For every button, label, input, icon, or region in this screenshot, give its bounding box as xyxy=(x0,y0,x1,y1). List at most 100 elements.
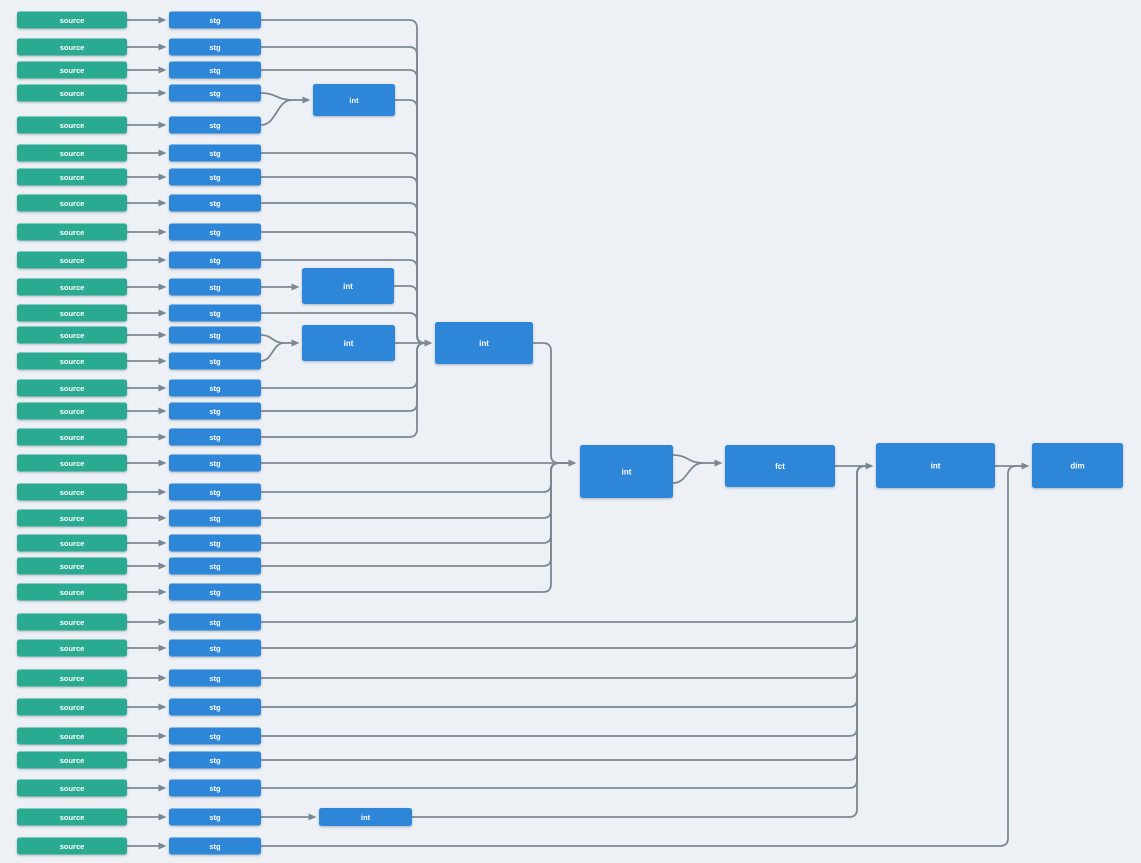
source-node-10[interactable]: source xyxy=(17,251,127,269)
stg-node-4-box[interactable] xyxy=(169,84,261,102)
int4-node[interactable]: int xyxy=(435,322,533,364)
int1-node-box[interactable] xyxy=(313,84,395,116)
source-node-22[interactable]: source xyxy=(17,557,127,575)
source-node-13-box[interactable] xyxy=(17,326,127,344)
stg-node-14-box[interactable] xyxy=(169,352,261,370)
stg-node-22-box[interactable] xyxy=(169,557,261,575)
source-node-25[interactable]: source xyxy=(17,639,127,657)
stg-node-6-box[interactable] xyxy=(169,144,261,162)
source-node-2-box[interactable] xyxy=(17,38,127,56)
source-node-5[interactable]: source xyxy=(17,116,127,134)
source-node-5-box[interactable] xyxy=(17,116,127,134)
source-node-10-box[interactable] xyxy=(17,251,127,269)
source-node-7-box[interactable] xyxy=(17,168,127,186)
stg-node-8[interactable]: stg xyxy=(169,194,261,212)
stg-node-24[interactable]: stg xyxy=(169,613,261,631)
source-node-7[interactable]: source xyxy=(17,168,127,186)
stg-node-5-box[interactable] xyxy=(169,116,261,134)
int5-node[interactable]: int xyxy=(580,445,673,498)
source-node-19-box[interactable] xyxy=(17,483,127,501)
stg-node-25-box[interactable] xyxy=(169,639,261,657)
source-node-31-box[interactable] xyxy=(17,808,127,826)
stg-node-7-box[interactable] xyxy=(169,168,261,186)
stg-node-15-box[interactable] xyxy=(169,379,261,397)
source-node-11-box[interactable] xyxy=(17,278,127,296)
source-node-16[interactable]: source xyxy=(17,402,127,420)
source-node-3-box[interactable] xyxy=(17,61,127,79)
source-node-24-box[interactable] xyxy=(17,613,127,631)
source-node-14-box[interactable] xyxy=(17,352,127,370)
source-node-17-box[interactable] xyxy=(17,428,127,446)
stg-node-11[interactable]: stg xyxy=(169,278,261,296)
stg-node-16[interactable]: stg xyxy=(169,402,261,420)
stg-node-10[interactable]: stg xyxy=(169,251,261,269)
source-node-14[interactable]: source xyxy=(17,352,127,370)
source-node-20-box[interactable] xyxy=(17,509,127,527)
stg-node-5[interactable]: stg xyxy=(169,116,261,134)
int7-node-box[interactable] xyxy=(319,808,412,826)
stg-node-17-box[interactable] xyxy=(169,428,261,446)
stg-node-21[interactable]: stg xyxy=(169,534,261,552)
source-node-22-box[interactable] xyxy=(17,557,127,575)
source-node-11[interactable]: source xyxy=(17,278,127,296)
source-node-3[interactable]: source xyxy=(17,61,127,79)
source-node-8[interactable]: source xyxy=(17,194,127,212)
int2-node-box[interactable] xyxy=(302,268,394,304)
stg-node-2-box[interactable] xyxy=(169,38,261,56)
stg-node-19-box[interactable] xyxy=(169,483,261,501)
source-node-25-box[interactable] xyxy=(17,639,127,657)
stg-node-32[interactable]: stg xyxy=(169,837,261,855)
int1-node[interactable]: int xyxy=(313,84,395,116)
stg-node-28-box[interactable] xyxy=(169,727,261,745)
stg-node-23[interactable]: stg xyxy=(169,583,261,601)
source-node-9[interactable]: source xyxy=(17,223,127,241)
source-node-21[interactable]: source xyxy=(17,534,127,552)
source-node-16-box[interactable] xyxy=(17,402,127,420)
source-node-4[interactable]: source xyxy=(17,84,127,102)
source-node-24[interactable]: source xyxy=(17,613,127,631)
source-node-28[interactable]: source xyxy=(17,727,127,745)
stg-node-26-box[interactable] xyxy=(169,669,261,687)
stg-node-28[interactable]: stg xyxy=(169,727,261,745)
stg-node-27[interactable]: stg xyxy=(169,698,261,716)
source-node-29[interactable]: source xyxy=(17,751,127,769)
source-node-28-box[interactable] xyxy=(17,727,127,745)
stg-node-24-box[interactable] xyxy=(169,613,261,631)
stg-node-30[interactable]: stg xyxy=(169,779,261,797)
source-node-2[interactable]: source xyxy=(17,38,127,56)
fct-node[interactable]: fct xyxy=(725,445,835,487)
stg-node-20-box[interactable] xyxy=(169,509,261,527)
stg-node-2[interactable]: stg xyxy=(169,38,261,56)
source-node-6[interactable]: source xyxy=(17,144,127,162)
source-node-9-box[interactable] xyxy=(17,223,127,241)
stg-node-13[interactable]: stg xyxy=(169,326,261,344)
source-node-27[interactable]: source xyxy=(17,698,127,716)
stg-node-1-box[interactable] xyxy=(169,11,261,29)
stg-node-20[interactable]: stg xyxy=(169,509,261,527)
int3-node-box[interactable] xyxy=(302,325,395,361)
stg-node-4[interactable]: stg xyxy=(169,84,261,102)
stg-node-7[interactable]: stg xyxy=(169,168,261,186)
stg-node-15[interactable]: stg xyxy=(169,379,261,397)
stg-node-12[interactable]: stg xyxy=(169,304,261,322)
source-node-4-box[interactable] xyxy=(17,84,127,102)
source-node-13[interactable]: source xyxy=(17,326,127,344)
source-node-17[interactable]: source xyxy=(17,428,127,446)
stg-node-14[interactable]: stg xyxy=(169,352,261,370)
source-node-19[interactable]: source xyxy=(17,483,127,501)
stg-node-12-box[interactable] xyxy=(169,304,261,322)
stg-node-32-box[interactable] xyxy=(169,837,261,855)
fct-node-box[interactable] xyxy=(725,445,835,487)
stg-node-3-box[interactable] xyxy=(169,61,261,79)
stg-node-8-box[interactable] xyxy=(169,194,261,212)
stg-node-3[interactable]: stg xyxy=(169,61,261,79)
int4-node-box[interactable] xyxy=(435,322,533,364)
source-node-30-box[interactable] xyxy=(17,779,127,797)
int6-node[interactable]: int xyxy=(876,443,995,488)
dim-node-box[interactable] xyxy=(1032,443,1123,488)
source-node-15[interactable]: source xyxy=(17,379,127,397)
int7-node[interactable]: int xyxy=(319,808,412,826)
source-node-23-box[interactable] xyxy=(17,583,127,601)
stg-node-11-box[interactable] xyxy=(169,278,261,296)
source-node-18-box[interactable] xyxy=(17,454,127,472)
